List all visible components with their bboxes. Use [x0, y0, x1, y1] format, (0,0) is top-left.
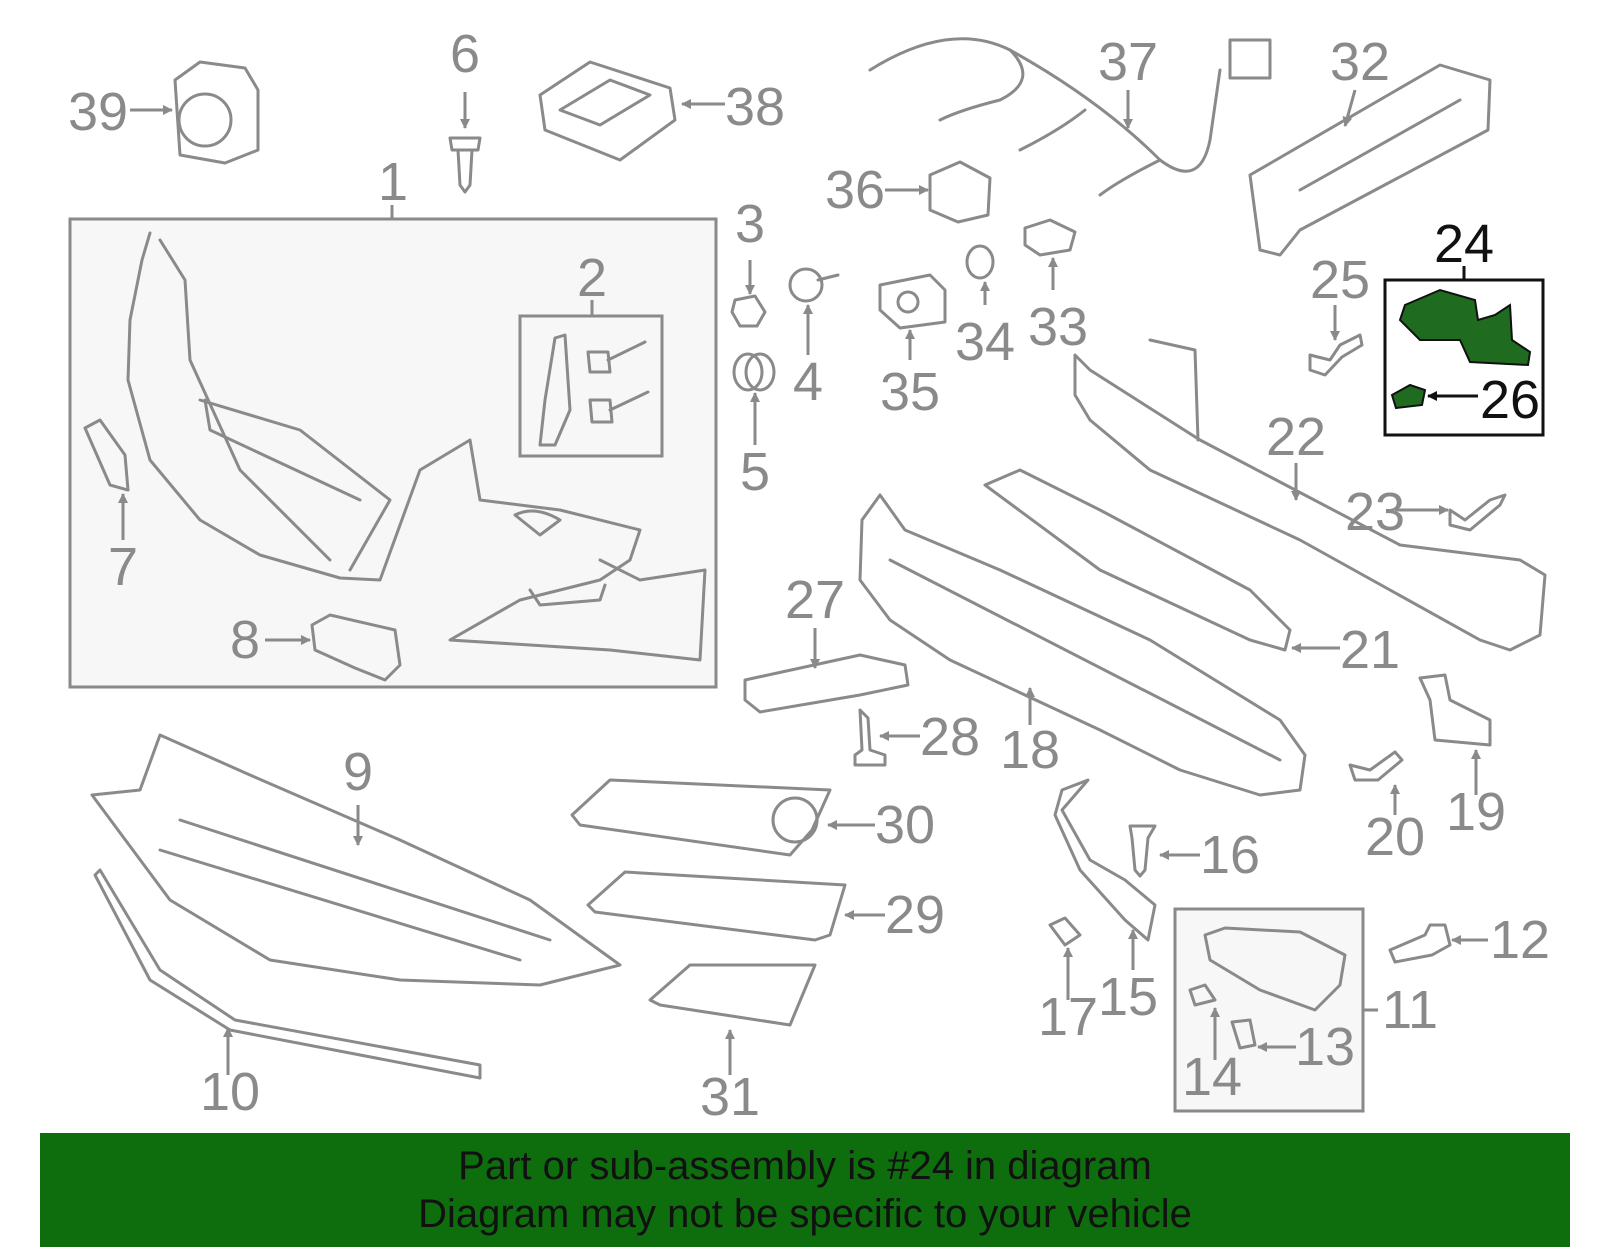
- callout-25: 25: [1310, 250, 1370, 310]
- callout-5: 5: [740, 442, 770, 502]
- part-29-shape: [586, 870, 847, 942]
- banner-line-1: Part or sub-assembly is #24 in diagram: [458, 1144, 1152, 1188]
- callout-2: 2: [577, 248, 607, 308]
- part-25-shape: [1308, 333, 1364, 377]
- part-16-shape: [1128, 824, 1157, 878]
- bracket-kit-part: [538, 333, 650, 447]
- part-38-shape: [538, 60, 677, 162]
- part-12-shape: [1388, 923, 1452, 964]
- part-8-shape: [310, 613, 402, 682]
- callout-labels: 1 2 3 4 5 6 7 8 9 10 11 12 13 14 15 16 1…: [68, 24, 1550, 1127]
- callout-26: 26: [1480, 370, 1540, 430]
- part-15-shape: [1053, 778, 1157, 942]
- callout-23: 23: [1345, 482, 1405, 542]
- part-10-shape: [93, 868, 482, 1080]
- callout-21: 21: [1340, 620, 1400, 680]
- callout-20: 20: [1365, 807, 1425, 867]
- part-39-shape: [173, 60, 260, 165]
- bumper-cover-part: [126, 231, 707, 662]
- part-35-shape: [878, 273, 947, 330]
- bracket-part-11: [1188, 926, 1347, 1050]
- part-9-shape: [90, 733, 622, 987]
- callout-13: 13: [1295, 1017, 1355, 1077]
- callout-7: 7: [108, 537, 138, 597]
- callout-11: 11: [1382, 980, 1438, 1040]
- callout-18: 18: [1000, 720, 1060, 780]
- callout-6: 6: [450, 24, 480, 84]
- callout-35: 35: [880, 362, 940, 422]
- callout-19: 19: [1446, 782, 1506, 842]
- callout-37: 37: [1098, 32, 1158, 92]
- leader-lines: [118, 89, 1488, 1075]
- callout-12: 12: [1490, 910, 1550, 970]
- callout-22: 22: [1266, 407, 1326, 467]
- callout-14: 14: [1182, 1047, 1242, 1107]
- part-17-shape: [1048, 916, 1082, 947]
- part-7-shape: [83, 418, 130, 492]
- part-3-shape: [730, 294, 767, 328]
- part-19-shape: [1418, 673, 1492, 747]
- part-30-shape: [570, 778, 832, 857]
- callout-4: 4: [793, 352, 823, 412]
- part-27-shape: [743, 653, 910, 714]
- callout-8: 8: [230, 610, 260, 670]
- part-23-shape: [1448, 493, 1507, 532]
- callout-34: 34: [955, 312, 1015, 372]
- part-28-shape: [853, 708, 887, 767]
- part-31-shape: [648, 963, 817, 1027]
- callout-3: 3: [735, 194, 765, 254]
- callout-24: 24: [1434, 214, 1494, 274]
- callout-1: 1: [378, 152, 408, 212]
- info-banner: Part or sub-assembly is #24 in diagram D…: [40, 1133, 1570, 1247]
- callout-32: 32: [1330, 32, 1390, 92]
- callout-27: 27: [785, 570, 845, 630]
- callout-9: 9: [343, 742, 373, 802]
- callout-30: 30: [875, 795, 935, 855]
- part-5-shape: [732, 352, 776, 392]
- callout-15: 15: [1098, 967, 1158, 1027]
- callout-39: 39: [68, 82, 128, 142]
- part-37-shape: [868, 37, 1272, 197]
- part-6-shape: [448, 136, 482, 194]
- bracket-kit-box: [518, 314, 664, 458]
- part-21-shape: [983, 468, 1292, 652]
- part-18-shape: [858, 493, 1307, 797]
- callout-29: 29: [885, 885, 945, 945]
- callout-28: 28: [920, 707, 980, 767]
- callout-17: 17: [1038, 987, 1098, 1047]
- part-22-shape: [1073, 338, 1547, 652]
- banner-line-2: Diagram may not be specific to your vehi…: [418, 1192, 1192, 1236]
- part-20-shape: [1348, 750, 1404, 782]
- highlighted-part-24-shape: [1390, 288, 1532, 410]
- part-33-shape: [1023, 218, 1077, 257]
- callout-16: 16: [1200, 825, 1260, 885]
- callout-33: 33: [1028, 297, 1088, 357]
- callout-10: 10: [200, 1062, 260, 1122]
- callout-31: 31: [700, 1067, 760, 1127]
- part-36-shape: [928, 160, 992, 224]
- part-32-shape: [1248, 63, 1492, 257]
- callout-36: 36: [825, 160, 885, 220]
- part-4-shape: [788, 267, 840, 303]
- callout-38: 38: [725, 77, 785, 137]
- part-34-shape: [965, 244, 995, 280]
